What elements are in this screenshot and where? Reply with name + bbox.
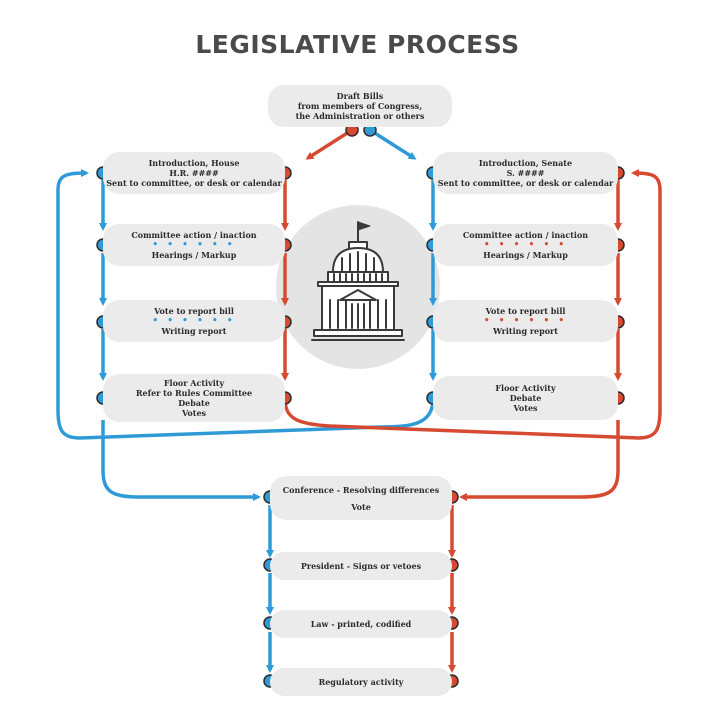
president-box: President - Signs or vetoes: [270, 552, 452, 580]
senate-floor-box: Floor Activity Debate Votes: [433, 376, 618, 420]
house-vote-box: Vote to report bill • • • • • • Writing …: [103, 300, 285, 342]
house-committee-dots: • • • • • •: [152, 240, 236, 250]
draft-bills-source-line2: the Administration or others: [295, 111, 425, 121]
president-label: President - Signs or vetoes: [300, 561, 422, 571]
house-floor-debate: Debate: [178, 398, 210, 408]
senate-floor-title: Floor Activity: [495, 383, 556, 393]
senate-to-conference-arrow: [459, 420, 620, 501]
senate-bill-number: S. ####: [506, 168, 545, 178]
senate-vote-box: Vote to report bill • • • • • • Writing …: [433, 300, 618, 342]
house-committee-title: Committee action / inaction: [131, 230, 257, 240]
conference-title: Conference - Resolving differences: [282, 484, 440, 495]
house-introduction-title: Introduction, House: [148, 158, 240, 168]
conference-box: Conference - Resolving differences Vote: [270, 476, 452, 520]
house-committee-box: Committee action / inaction • • • • • • …: [103, 224, 285, 266]
house-bill-number: H.R. ####: [169, 168, 219, 178]
house-floor-votes: Votes: [181, 408, 207, 418]
law-label: Law - printed, codified: [310, 619, 412, 629]
draft-to-senate-arrow: [369, 128, 417, 160]
house-introduction-note: Sent to committee, or desk or calendar: [106, 178, 282, 188]
draft-to-house-arrow: [305, 128, 353, 160]
house-vote-dots: • • • • • •: [152, 316, 236, 326]
house-floor-title: Floor Activity: [163, 378, 225, 388]
house-introduction-box: Introduction, House H.R. #### Sent to co…: [103, 152, 285, 194]
senate-committee-dots: • • • • • •: [483, 240, 568, 250]
house-to-senate-return-arrow: [283, 169, 662, 440]
senate-committee-title: Committee action / inaction: [462, 230, 589, 240]
senate-floor-votes: Votes: [513, 403, 538, 413]
senate-vote-title: Vote to report bill: [485, 306, 566, 316]
house-floor-rules: Refer to Rules Committee: [135, 388, 253, 398]
page-title: LEGISLATIVE PROCESS: [195, 30, 520, 59]
house-floor-box: Floor Activity Refer to Rules Committee …: [103, 374, 285, 422]
senate-introduction-box: Introduction, Senate S. #### Sent to com…: [433, 152, 618, 194]
senate-committee-box: Committee action / inaction • • • • • • …: [433, 224, 618, 266]
house-vote-detail: Writing report: [161, 326, 227, 336]
senate-to-house-return-arrow: [56, 169, 435, 440]
senate-introduction-title: Introduction, Senate: [478, 158, 573, 168]
senate-introduction-note: Sent to committee, or desk or calendar: [437, 178, 614, 188]
senate-floor-debate: Debate: [509, 393, 542, 403]
draft-bills-source-line1: from members of Congress,: [297, 101, 423, 111]
law-box: Law - printed, codified: [270, 610, 452, 638]
house-to-conference-arrow: [101, 420, 261, 501]
senate-vote-detail: Writing report: [493, 326, 558, 336]
draft-bills-box: Draft Bills from members of Congress, th…: [268, 85, 452, 127]
regulatory-box: Regulatory activity: [270, 668, 452, 696]
house-vote-title: Vote to report bill: [154, 306, 234, 316]
house-committee-detail: Hearings / Markup: [151, 250, 237, 260]
senate-committee-detail: Hearings / Markup: [483, 250, 568, 260]
regulatory-label: Regulatory activity: [318, 677, 404, 687]
capitol-building-icon: [311, 221, 405, 341]
conference-vote: Vote: [351, 501, 371, 512]
draft-bills-title: Draft Bills: [336, 91, 384, 101]
senate-vote-dots: • • • • • •: [483, 316, 568, 326]
